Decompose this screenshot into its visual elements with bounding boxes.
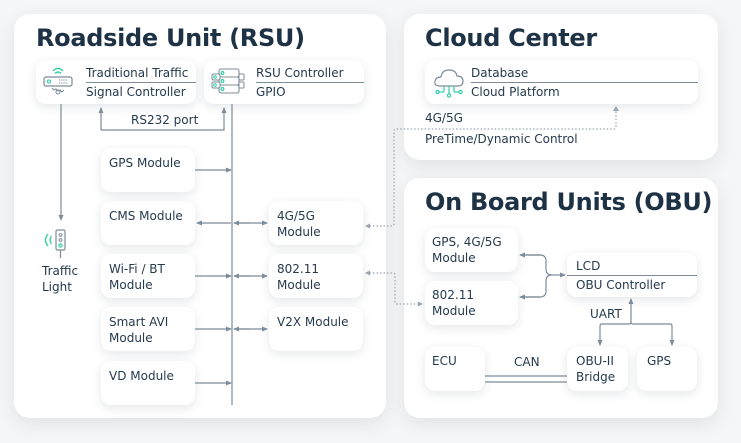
cloud-platform-card[interactable]: Database Cloud Platform (425, 60, 698, 104)
rs232-port-label: RS232 port (131, 113, 199, 127)
80211-module-label: 802.11 Module (277, 262, 321, 292)
cloud-network-icon (434, 69, 464, 98)
cloud-link-control-label: PreTime/Dynamic Control (425, 132, 578, 146)
obu-controller-label: OBU Controller (576, 278, 666, 292)
vd-module-label: VD Module (109, 369, 174, 383)
rsu-controller-line1: RSU Controller (256, 66, 344, 80)
vd-module-card[interactable]: VD Module (101, 361, 195, 405)
traffic-light-label: Traffic Light (42, 264, 79, 294)
smart-avi-module-label: Smart AVI Module (109, 315, 169, 345)
ecu-card[interactable]: ECU (425, 347, 485, 391)
wifi-bt-module-label: Wi-Fi / BT Module (109, 262, 165, 292)
gps-module-label: GPS Module (109, 156, 181, 170)
obu-title: On Board Units (OBU) (425, 188, 713, 216)
gps-module-card[interactable]: GPS Module (101, 148, 195, 192)
obu-gps-4g5g-module-label: GPS, 4G/5G Module (432, 235, 502, 265)
traffic-controller-line1: Traditional Traffic (86, 66, 189, 80)
cloud-link-4g5g-label: 4G/5G (425, 111, 463, 125)
traffic-controller-card[interactable]: Traditional Traffic Signal Controller (36, 60, 196, 104)
obu-controller-card[interactable]: LCD OBU Controller (567, 253, 697, 297)
cloud-title: Cloud Center (425, 24, 597, 52)
4g5g-module-card[interactable]: 4G/5G Module (269, 201, 363, 245)
obu-ii-bridge-label: OBU-II Bridge (576, 354, 616, 384)
obu-gps-label: GPS (647, 354, 672, 368)
uart-label: UART (590, 307, 622, 321)
ecu-label: ECU (432, 354, 457, 368)
cms-module-label: CMS Module (109, 209, 183, 223)
rsu-controller-card[interactable]: RSU Controller GPIO (204, 60, 364, 104)
obu-gps-4g5g-module-card[interactable]: GPS, 4G/5G Module (425, 228, 518, 272)
wifi-bt-module-card[interactable]: Wi-Fi / BT Module (101, 254, 195, 298)
rsu-title: Roadside Unit (RSU) (36, 24, 305, 52)
v2x-module-label: V2X Module (277, 315, 349, 329)
traffic-light-icon (44, 229, 66, 258)
server-rack-icon (211, 68, 245, 94)
cms-module-card[interactable]: CMS Module (101, 201, 195, 245)
obu-80211-module-label: 802.11 Module (432, 288, 476, 318)
card-divider (471, 82, 698, 83)
card-divider (567, 275, 697, 276)
traffic-controller-line2: Signal Controller (86, 85, 186, 99)
rsu-controller-line2: GPIO (256, 85, 286, 99)
lcd-label: LCD (576, 259, 601, 273)
obu-ii-bridge-card[interactable]: OBU-II Bridge (567, 347, 628, 391)
4g5g-module-label: 4G/5G Module (277, 209, 321, 239)
card-divider (86, 82, 196, 83)
card-divider (256, 82, 364, 83)
obu-gps-card[interactable]: GPS (637, 347, 697, 391)
traffic-controller-icon (43, 67, 73, 95)
smart-avi-module-card[interactable]: Smart AVI Module (101, 307, 195, 351)
database-label: Database (471, 66, 529, 80)
can-label: CAN (514, 355, 540, 369)
80211-module-card[interactable]: 802.11 Module (269, 254, 363, 298)
obu-80211-module-card[interactable]: 802.11 Module (425, 281, 518, 325)
v2x-module-card[interactable]: V2X Module (269, 307, 363, 351)
cloud-platform-label: Cloud Platform (471, 85, 560, 99)
